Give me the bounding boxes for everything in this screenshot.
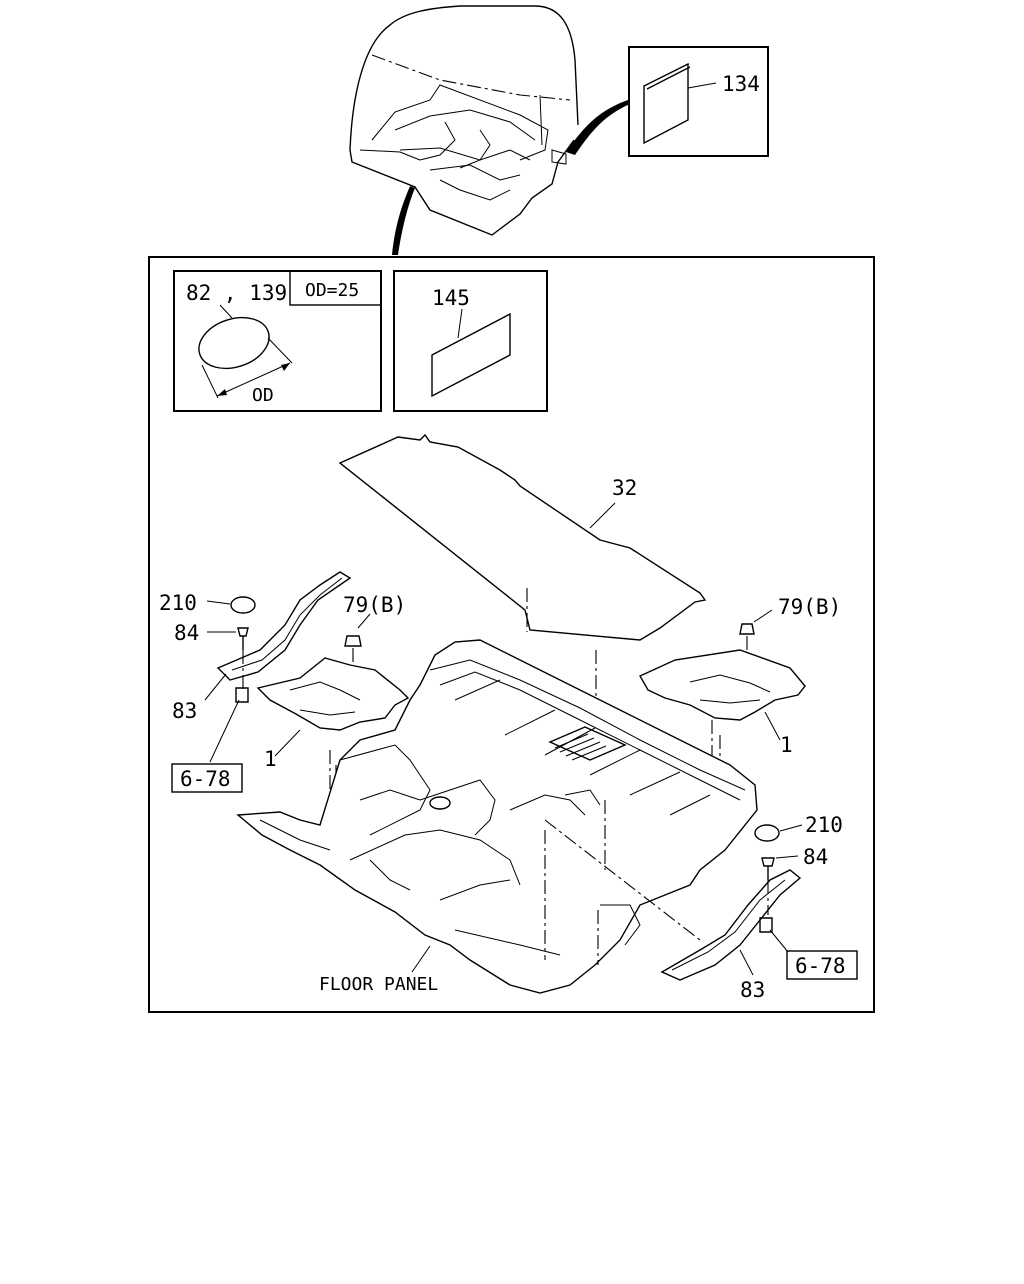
main-frame: [148, 256, 875, 1013]
label-79b-right: 79(B): [778, 595, 841, 619]
label-210-left: 210: [159, 591, 197, 615]
label-83-left: 83: [172, 699, 197, 723]
part-32-insulator: 32: [338, 433, 707, 748]
cab-overview-illustration: [349, 5, 630, 255]
inset-134: 134: [628, 46, 769, 157]
label-134: 134: [722, 72, 760, 96]
label-6-78-left: 6-78: [180, 767, 231, 791]
ref-box-6-78-right: [786, 950, 858, 980]
label-210-right: 210: [805, 813, 843, 837]
label-83-right: 83: [740, 978, 765, 1002]
label-floor-panel: FLOOR PANEL: [319, 974, 438, 995]
ref-box-6-78-left: [171, 763, 243, 793]
label-79b-left: 79(B): [343, 593, 406, 617]
inset-145: 145: [393, 270, 548, 412]
right-assembly: 79(B) 1 210 84 83 6-78: [639, 595, 858, 1002]
label-od-25: OD=25: [305, 280, 359, 301]
left-assembly: 210 84 83 6-78 79(B) 1: [159, 571, 410, 820]
label-82-139: 82 , 139: [186, 281, 287, 305]
label-32: 32: [612, 476, 637, 500]
label-6-78-right: 6-78: [795, 954, 846, 978]
label-84-right: 84: [803, 845, 828, 869]
floor-panel: FLOOR PANEL: [236, 639, 758, 995]
label-od: OD: [252, 385, 274, 406]
label-1-left: 1: [264, 747, 277, 771]
label-1-right: 1: [780, 733, 793, 757]
label-84-left: 84: [174, 621, 199, 645]
inset-82-139: OD=25 82 , 139 OD: [173, 270, 382, 412]
label-145: 145: [432, 286, 470, 310]
